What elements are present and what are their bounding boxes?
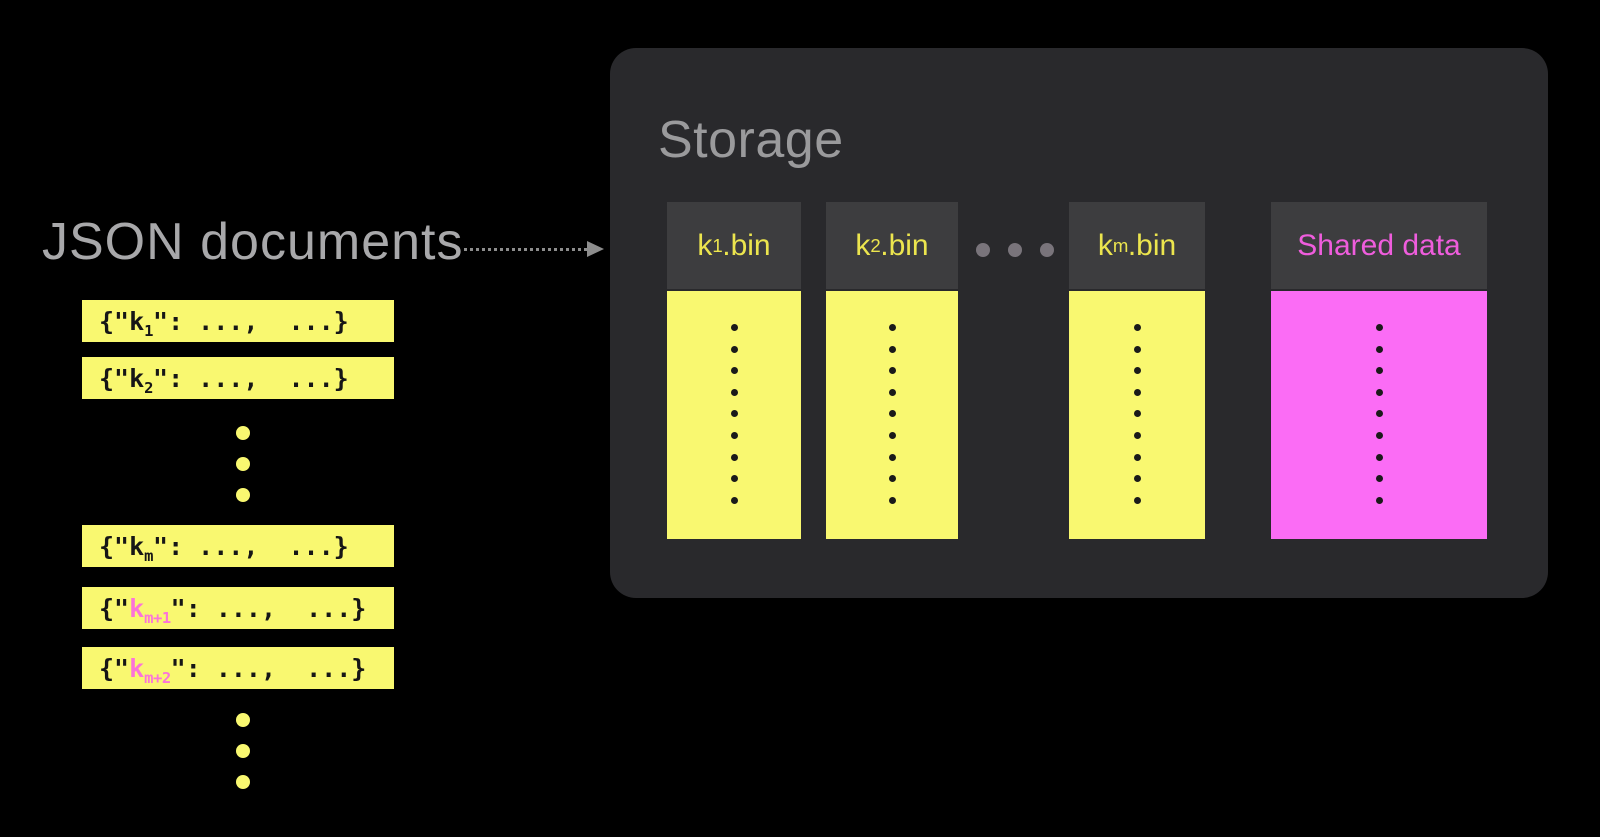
dot <box>888 453 896 461</box>
dot <box>730 496 738 504</box>
doc-text-pre: {" <box>99 531 130 561</box>
dot <box>1133 410 1141 418</box>
dot <box>1133 324 1141 331</box>
dot <box>1375 475 1383 483</box>
dot <box>1040 243 1054 257</box>
dot <box>1133 496 1141 504</box>
dot <box>236 744 250 758</box>
dot <box>1133 475 1141 483</box>
doc-text-post: ": ..., ...} <box>153 306 349 336</box>
doc-text-pre: {" <box>99 653 130 683</box>
doc-text-pre: {" <box>99 306 130 336</box>
json-doc-row-k1: {"k1": ..., ...} <box>82 300 394 342</box>
dot <box>1375 388 1383 396</box>
dot <box>1133 388 1141 396</box>
dot <box>730 453 738 461</box>
doc-key: km <box>129 531 154 565</box>
dot <box>236 426 250 440</box>
doc-key: k2 <box>129 363 154 397</box>
dot <box>1008 243 1022 257</box>
doc-key: km+1 <box>129 593 171 627</box>
dot <box>888 475 896 483</box>
dot <box>730 475 738 483</box>
horizontal-ellipsis-dots <box>976 243 1054 257</box>
dot <box>888 345 896 353</box>
bin-file-contents-km <box>1069 291 1205 539</box>
dot <box>888 410 896 418</box>
dot <box>1375 431 1383 439</box>
dot <box>888 431 896 439</box>
json-doc-row-km: {"km": ..., ...} <box>82 525 394 567</box>
vertical-ellipsis-dots-bottom <box>236 713 250 789</box>
dot <box>1375 496 1383 504</box>
dot <box>730 388 738 396</box>
dot <box>730 410 738 418</box>
dot <box>1133 431 1141 439</box>
bin-file-contents-k2 <box>826 291 958 539</box>
arrow-dotted-line <box>464 247 587 251</box>
json-documents-title: JSON documents <box>42 213 464 271</box>
vertical-ellipsis-dots-top <box>236 426 250 502</box>
dot <box>236 775 250 789</box>
dot <box>236 488 250 502</box>
json-doc-row-km1: {"km+1": ..., ...} <box>82 587 394 629</box>
storage-column-shared-data: Shared data <box>1271 202 1487 539</box>
shared-data-contents <box>1271 291 1487 539</box>
bin-file-contents-k1 <box>667 291 801 539</box>
doc-key: km+2 <box>129 653 171 687</box>
dot <box>1133 367 1141 375</box>
json-doc-row-km2: {"km+2": ..., ...} <box>82 647 394 689</box>
doc-text-post: ": ..., ...} <box>153 363 349 393</box>
doc-text-pre: {" <box>99 593 130 623</box>
dot <box>976 243 990 257</box>
dot <box>1133 453 1141 461</box>
dot <box>730 431 738 439</box>
dot <box>888 324 896 331</box>
dot <box>730 324 738 331</box>
dot <box>236 457 250 471</box>
doc-text-post: ": ..., ...} <box>153 531 349 561</box>
doc-text-post: ": ..., ...} <box>170 593 367 623</box>
dot <box>1375 367 1383 375</box>
shared-data-label: Shared data <box>1271 202 1487 289</box>
dot <box>1133 345 1141 353</box>
dot <box>236 713 250 727</box>
dot <box>888 388 896 396</box>
dot <box>1375 324 1383 331</box>
dot <box>1375 345 1383 353</box>
arrowhead-icon <box>587 241 604 257</box>
doc-text-pre: {" <box>99 363 130 393</box>
json-doc-row-k2: {"k2": ..., ...} <box>82 357 394 399</box>
dot <box>888 496 896 504</box>
dot <box>1375 410 1383 418</box>
dot <box>730 345 738 353</box>
doc-key: k1 <box>129 306 154 340</box>
storage-title: Storage <box>658 111 844 169</box>
dot <box>888 367 896 375</box>
arrow-json-to-storage <box>464 240 604 258</box>
dot <box>1375 453 1383 461</box>
doc-text-post: ": ..., ...} <box>170 653 367 683</box>
dot <box>730 367 738 375</box>
